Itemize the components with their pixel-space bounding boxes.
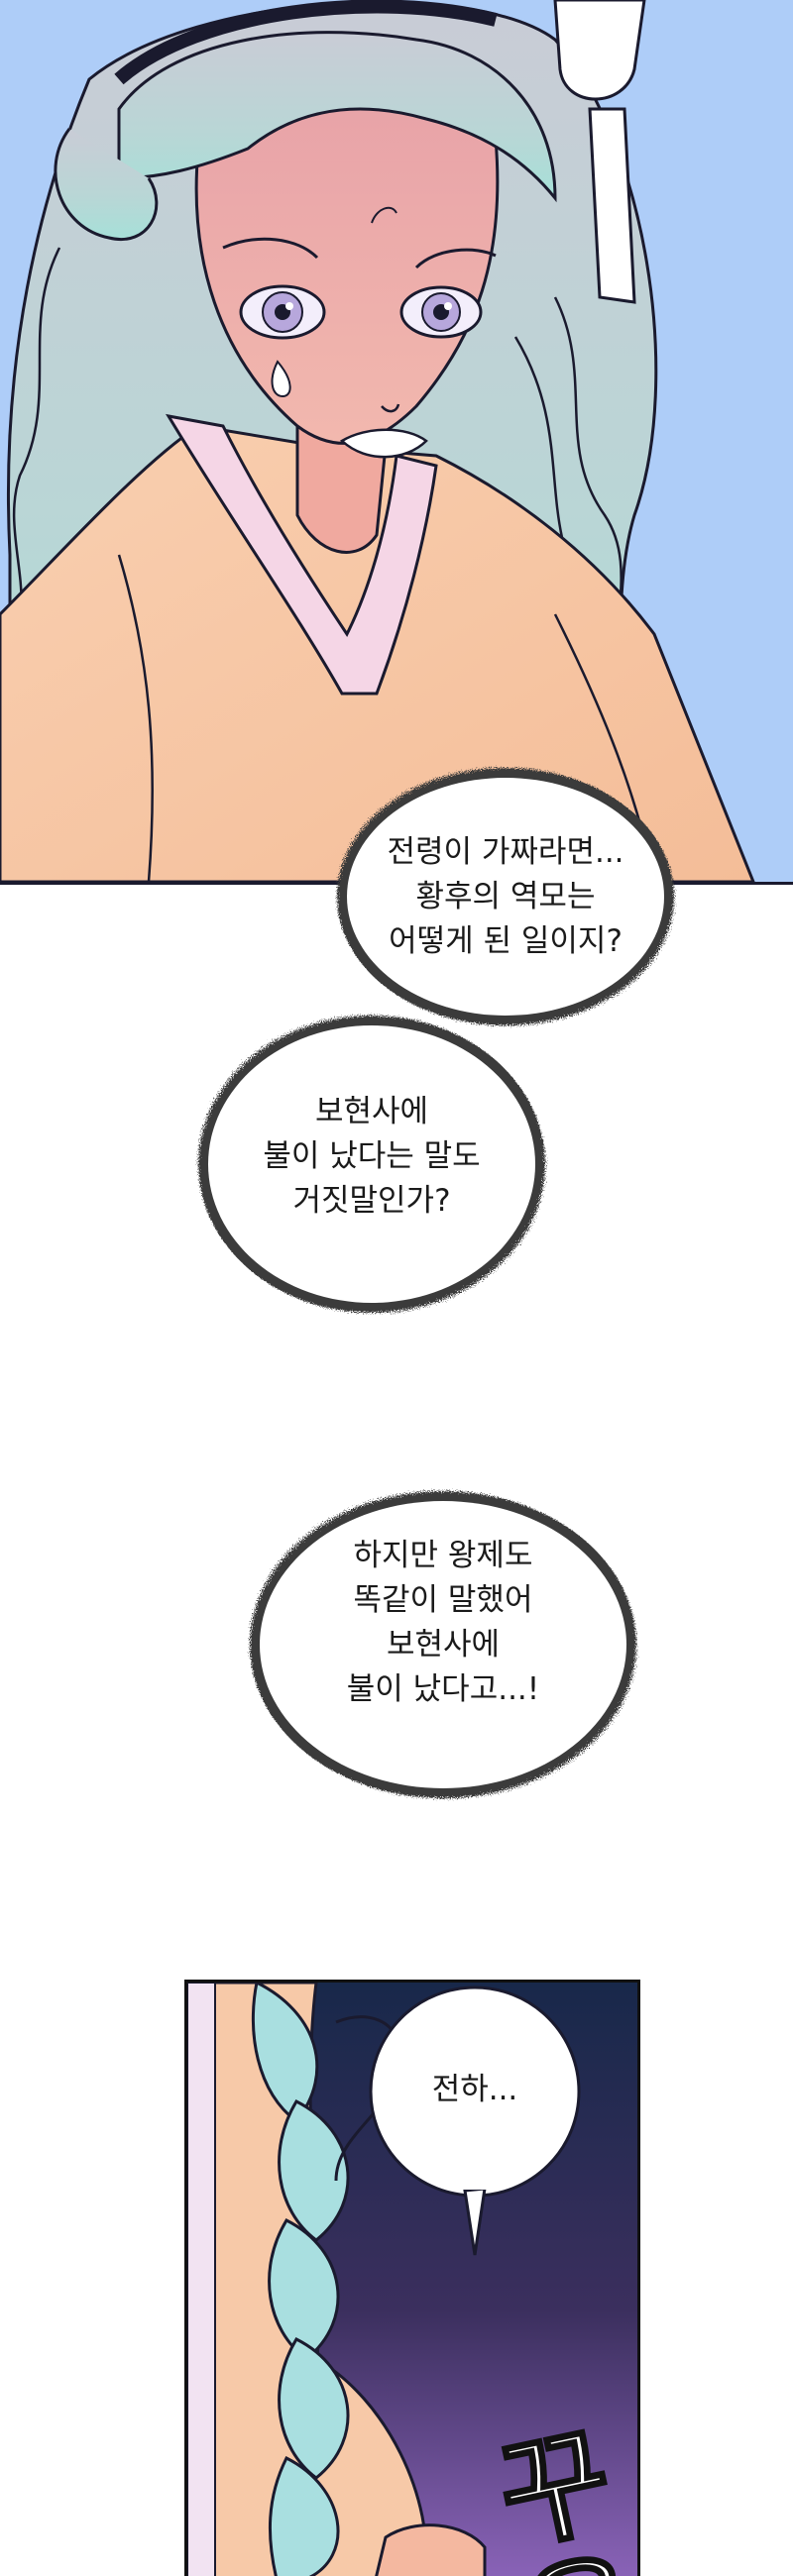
panel-illustration-braid: [187, 1983, 637, 2576]
headband: [114, 0, 498, 85]
comic-panel-top: [0, 0, 793, 885]
bubble-text-4: 전하...: [431, 2072, 518, 2107]
bubble-text-1: 전령이 가짜라면... 황후의 역모는 어떻게 된 일이지?: [387, 834, 624, 959]
bubble-text-3: 하지만 왕제도 똑같이 말했어 보현사에 불이 났다고...!: [346, 1538, 540, 1707]
mouth: [339, 428, 428, 459]
left-eye: [239, 284, 326, 340]
hanbok-collar: [166, 413, 438, 696]
sfx-stroke-top: [588, 107, 636, 304]
sweat-drop: [271, 360, 291, 398]
comic-panel-bottom: 전하... 꾸욱: [184, 1980, 640, 2576]
hair-bangs: [117, 31, 557, 203]
right-eye: [399, 285, 483, 339]
speech-bubble-4: [369, 1986, 581, 2256]
panel-illustration-woman: [0, 0, 793, 882]
bubble-text-2: 보현사에 불이 났다는 말도 거짓말인가?: [263, 1094, 481, 1219]
teal-braid: [251, 1983, 403, 2576]
